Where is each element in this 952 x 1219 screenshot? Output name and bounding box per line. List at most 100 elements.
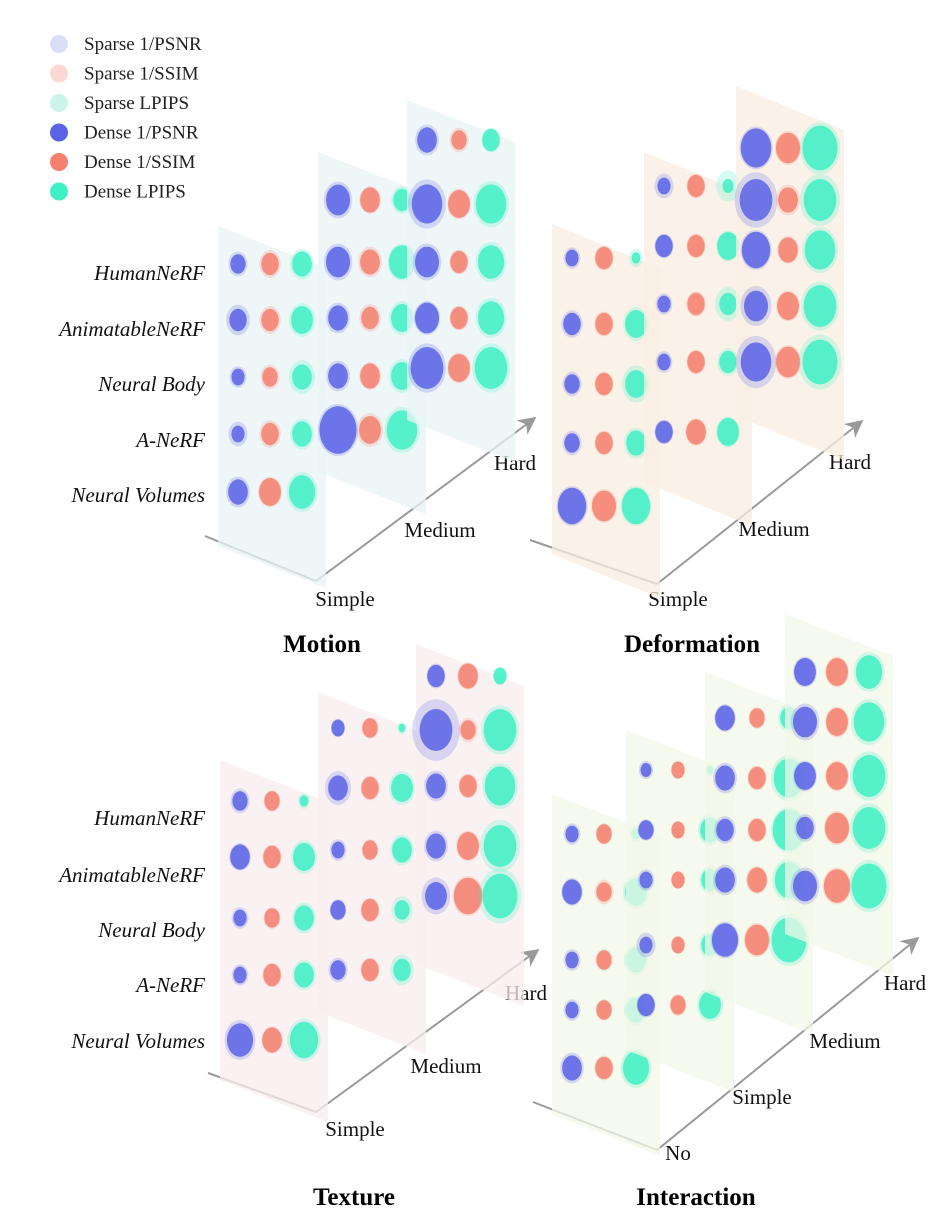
legend-label-dense-1-ssim: Dense 1/SSIM bbox=[84, 152, 195, 173]
legend-label-sparse-1-ssim: Sparse 1/SSIM bbox=[84, 64, 199, 85]
legend-marker-sparse-lpips bbox=[50, 94, 68, 112]
bubble-dense-lpips bbox=[393, 958, 411, 982]
bubble-dense-1-psnr bbox=[233, 966, 247, 984]
bubble-dense-1-psnr bbox=[743, 290, 769, 322]
plane-hard bbox=[412, 644, 524, 1006]
level-label-medium: Medium bbox=[404, 518, 475, 542]
bubble-dense-lpips bbox=[299, 795, 309, 807]
bubble-dense-1-psnr bbox=[330, 900, 346, 920]
plane-background bbox=[218, 226, 326, 588]
bubble-dense-1-psnr bbox=[657, 353, 671, 371]
chart-title-interaction: Interaction bbox=[636, 1184, 756, 1211]
bubble-dense-1-ssim bbox=[262, 1027, 282, 1053]
bubble-dense-1-psnr bbox=[564, 433, 580, 453]
bubble-dense-1-ssim bbox=[264, 791, 280, 811]
bubble-dense-lpips bbox=[803, 285, 837, 327]
bubble-dense-1-psnr bbox=[740, 342, 772, 382]
bubble-dense-lpips bbox=[626, 430, 646, 456]
bubble-dense-1-psnr bbox=[228, 479, 248, 505]
bubble-dense-1-psnr bbox=[711, 923, 739, 957]
legend-marker-sparse-1-ssim bbox=[50, 64, 68, 83]
method-label-animatablenerf: AnimatableNeRF bbox=[57, 317, 205, 341]
method-label-neural-volumes: Neural Volumes bbox=[70, 483, 205, 507]
bubble-dense-lpips bbox=[293, 843, 315, 871]
bubble-dense-1-psnr bbox=[331, 841, 345, 859]
legend-marker-dense-1-psnr bbox=[50, 123, 68, 142]
chart-title-motion: Motion bbox=[283, 631, 361, 658]
bubble-dense-1-ssim bbox=[263, 845, 281, 869]
bubble-dense-1-psnr bbox=[328, 305, 348, 331]
plane-medium bbox=[317, 152, 426, 514]
bubble-dense-1-psnr bbox=[564, 374, 580, 394]
legend-label-sparse-lpips: Sparse LPIPS bbox=[84, 93, 189, 114]
bubble-dense-lpips bbox=[631, 252, 641, 264]
bubble-dense-1-ssim bbox=[264, 908, 280, 928]
bubble-dense-1-ssim bbox=[826, 708, 848, 736]
legend-marker-dense-lpips bbox=[50, 182, 68, 201]
bubble-dense-1-psnr bbox=[562, 1055, 582, 1081]
bubble-dense-1-psnr bbox=[657, 295, 671, 313]
bubble-dense-lpips bbox=[621, 487, 651, 525]
bubble-dense-lpips bbox=[292, 421, 312, 447]
bubble-dense-1-psnr bbox=[231, 368, 245, 386]
bubble-dense-1-psnr bbox=[657, 177, 671, 195]
bubble-dense-1-psnr bbox=[411, 184, 443, 224]
bubble-dense-1-ssim bbox=[671, 936, 685, 954]
bubble-dense-1-psnr bbox=[557, 487, 587, 525]
bubble-dense-1-ssim bbox=[262, 367, 278, 387]
bubble-dense-lpips bbox=[398, 723, 406, 733]
bubble-dense-1-ssim bbox=[824, 812, 850, 844]
bubble-dense-1-ssim bbox=[671, 871, 685, 889]
bubble-dense-lpips bbox=[802, 125, 838, 171]
bubble-dense-1-psnr bbox=[741, 231, 771, 269]
bubble-dense-1-psnr bbox=[226, 1023, 254, 1057]
bubble-dense-1-ssim bbox=[595, 431, 613, 455]
bubble-dense-1-ssim bbox=[261, 422, 279, 446]
bubble-dense-1-ssim bbox=[595, 246, 613, 270]
bubble-dense-lpips bbox=[294, 962, 314, 988]
bubble-dense-1-ssim bbox=[451, 130, 467, 150]
method-label-a-nerf: A-NeRF bbox=[134, 428, 205, 452]
plane-simple bbox=[220, 760, 328, 1122]
bubble-dense-1-psnr bbox=[427, 664, 445, 688]
bubble-dense-lpips bbox=[717, 232, 739, 260]
bubble-dense-1-psnr bbox=[331, 719, 345, 737]
bubble-dense-lpips bbox=[289, 1021, 319, 1059]
bubble-dense-1-ssim bbox=[744, 924, 770, 956]
bubble-dense-lpips bbox=[482, 128, 500, 152]
bubble-dense-1-ssim bbox=[595, 312, 613, 336]
bubble-dense-1-psnr bbox=[796, 816, 814, 840]
bubble-dense-1-psnr bbox=[638, 820, 654, 840]
bubble-dense-lpips bbox=[851, 863, 887, 909]
bubble-dense-lpips bbox=[392, 837, 412, 863]
bubble-dense-1-ssim bbox=[671, 761, 685, 779]
bubble-dense-lpips bbox=[393, 188, 411, 212]
bubble-dense-lpips bbox=[625, 370, 647, 398]
bubble-dense-lpips bbox=[482, 873, 518, 919]
chart-title-texture: Texture bbox=[313, 1184, 395, 1211]
bubble-dense-1-psnr bbox=[425, 882, 447, 910]
bubble-dense-1-ssim bbox=[826, 762, 848, 790]
bubble-dense-lpips bbox=[292, 251, 312, 277]
bubble-dense-lpips bbox=[855, 655, 883, 689]
bubble-dense-1-psnr bbox=[565, 249, 579, 267]
bubble-dense-1-ssim bbox=[826, 658, 848, 686]
bubble-dense-1-ssim bbox=[263, 963, 281, 987]
bubble-dense-1-psnr bbox=[230, 844, 250, 870]
bubble-dense-1-psnr bbox=[426, 833, 446, 859]
bubble-dense-1-ssim bbox=[360, 187, 380, 213]
bubble-dense-1-psnr bbox=[794, 658, 816, 686]
bubble-dense-1-psnr bbox=[319, 406, 357, 454]
bubble-dense-1-ssim bbox=[453, 877, 483, 915]
bubble-dense-lpips bbox=[802, 339, 838, 385]
level-label-no: No bbox=[665, 1141, 691, 1165]
bubble-dense-lpips bbox=[804, 230, 836, 270]
bubble-dense-lpips bbox=[719, 292, 737, 316]
bubble-dense-1-psnr bbox=[655, 234, 673, 258]
bubble-dense-1-psnr bbox=[792, 706, 818, 738]
bubble-dense-1-psnr bbox=[414, 302, 440, 334]
